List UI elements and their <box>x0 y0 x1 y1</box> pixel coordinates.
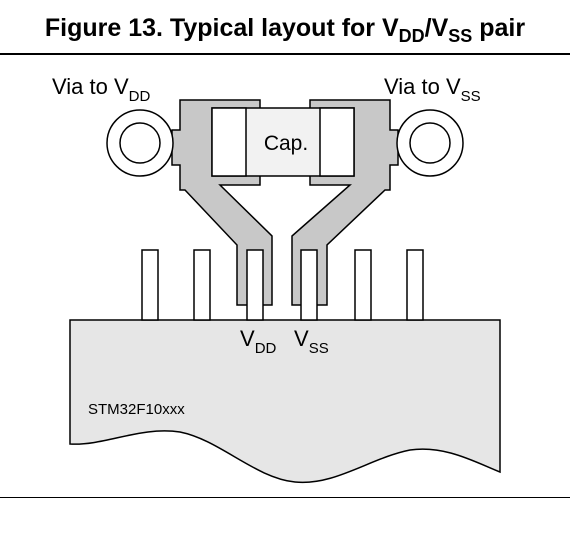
via-vdd-icon <box>106 109 174 177</box>
figure-title-sep: /V <box>424 14 449 42</box>
pin-4 <box>406 249 424 321</box>
pin-vss <box>300 249 318 321</box>
bottom-divider <box>0 497 570 498</box>
vss-pin-label: VSS <box>294 326 329 357</box>
capacitor-pad-left <box>211 107 247 177</box>
title-divider <box>0 53 570 55</box>
pin-vdd <box>246 249 264 321</box>
chip-name-label: STM32F10xxx <box>88 401 185 418</box>
figure-title-main: Figure 13. Typical layout for V <box>44 14 399 42</box>
via-vdd-label: Via to VDD <box>52 74 150 105</box>
chip-body <box>69 319 501 484</box>
pin-3 <box>354 249 372 321</box>
via-vss-label: Via to VSS <box>384 74 481 105</box>
vdd-pin-label: VDD <box>240 326 277 357</box>
pin-2 <box>193 249 211 321</box>
figure-title-sub-ss: SS <box>448 26 473 46</box>
capacitor-label: Cap. <box>264 132 308 155</box>
figure-title-tail: pair <box>472 14 526 42</box>
via-vss-icon <box>396 109 464 177</box>
pin-1 <box>141 249 159 321</box>
capacitor-pad-right <box>319 107 355 177</box>
figure-title: Figure 13. Typical layout for VDD/VSS pa… <box>0 14 570 47</box>
figure-title-sub-dd: DD <box>398 26 425 46</box>
